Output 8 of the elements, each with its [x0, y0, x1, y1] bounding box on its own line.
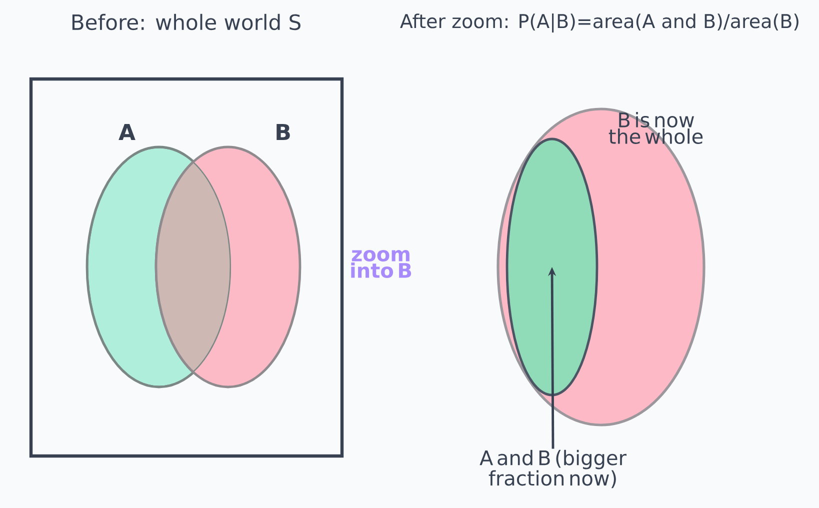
node-text: Before: whole world S — [72, 14, 300, 30]
node-text: A — [118, 124, 136, 140]
node-text: B — [276, 124, 290, 140]
annotation-text: A and B (bigger fraction now) — [480, 450, 626, 488]
intersection-ellipse — [506, 138, 598, 396]
zoom-label: zoom into B — [351, 250, 412, 278]
heading: After zoom: P(A|B)=area(A and B)/area(B) — [400, 14, 798, 32]
node-text: B is now the whole — [608, 112, 703, 144]
